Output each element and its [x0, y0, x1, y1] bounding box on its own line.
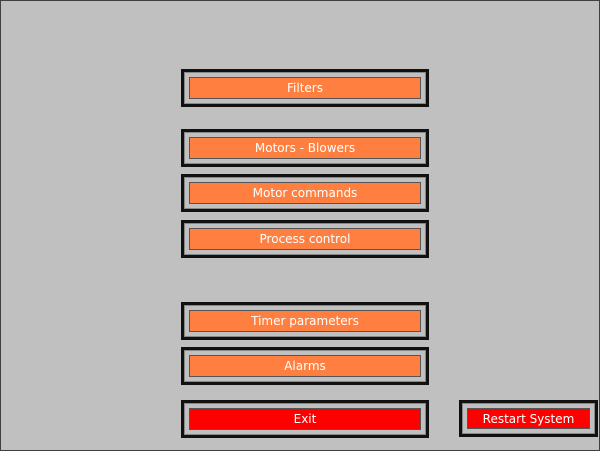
alarms-frame: Alarms [181, 347, 429, 385]
process-control-frame: Process control [181, 220, 429, 258]
alarms-button[interactable]: Alarms [189, 355, 421, 377]
filters-frame: Filters [181, 69, 429, 107]
timer-parameters-button[interactable]: Timer parameters [189, 310, 421, 332]
motors-blowers-frame: Motors - Blowers [181, 129, 429, 167]
motors-blowers-button[interactable]: Motors - Blowers [189, 137, 421, 159]
motor-commands-button[interactable]: Motor commands [189, 182, 421, 204]
timer-parameters-frame: Timer parameters [181, 302, 429, 340]
restart-frame: Restart System [459, 400, 598, 437]
filters-button[interactable]: Filters [189, 77, 421, 99]
exit-button[interactable]: Exit [189, 408, 421, 430]
process-control-button[interactable]: Process control [189, 228, 421, 250]
exit-frame: Exit [181, 400, 429, 438]
restart-system-button[interactable]: Restart System [467, 408, 590, 429]
motor-commands-frame: Motor commands [181, 174, 429, 212]
